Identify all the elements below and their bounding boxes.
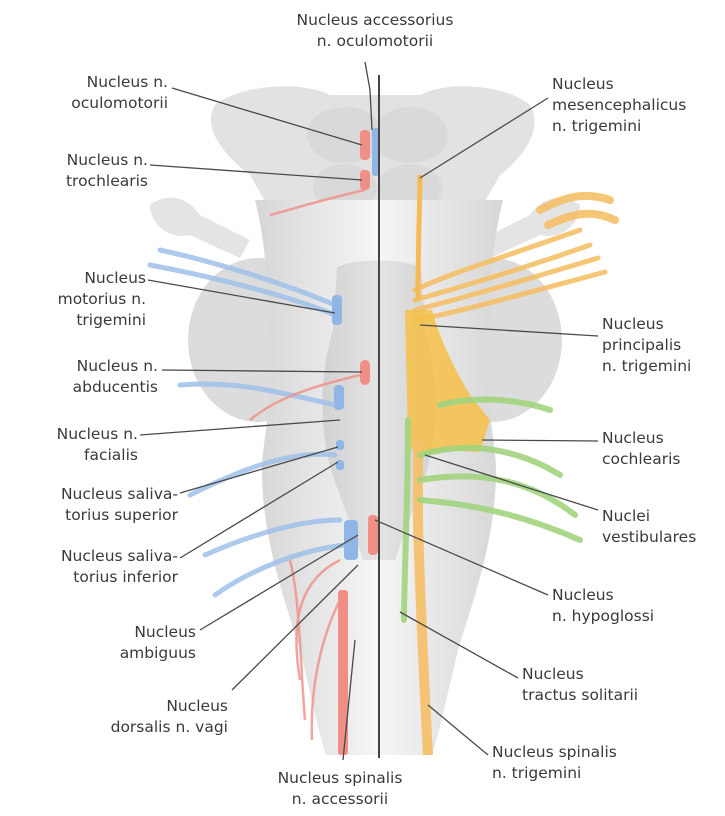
label-nucleus-hypoglossi: Nucleus n. hypoglossi [552,585,712,627]
label-nucleus-facialis: Nucleus n. facialis [20,424,138,466]
label-nucleus-trochlearis: Nucleus n. trochlearis [20,150,148,192]
label-nucleus-dorsalis-vagi: Nucleus dorsalis n. vagi [60,696,228,738]
label-nucleus-mesencephalicus-trigemini: Nucleus mesencephalicus n. trigemini [552,74,722,137]
label-nucleus-motorius-trigemini: Nucleus motorius n. trigemini [20,268,146,331]
label-nucleus-abducentis: Nucleus n. abducentis [20,356,158,398]
label-nucleus-accessorius-oculomotorii: Nucleus accessorius n. oculomotorii [270,10,480,52]
label-nuclei-vestibulares: Nuclei vestibulares [602,506,722,548]
label-nucleus-ambiguus: Nucleus ambiguus [60,622,196,664]
label-nucleus-spinalis-accessorii: Nucleus spinalis n. accessorii [250,768,430,810]
label-nucleus-salivatorius-inferior: Nucleus saliva- torius inferior [10,546,178,588]
label-nucleus-salivatorius-superior: Nucleus saliva- torius superior [10,484,178,526]
label-nucleus-spinalis-trigemini: Nucleus spinalis n. trigemini [492,742,692,784]
label-nucleus-tractus-solitarii: Nucleus tractus solitarii [522,664,712,706]
label-nucleus-oculomotorii: Nucleus n. oculomotorii [40,72,168,114]
label-nucleus-principalis-trigemini: Nucleus principalis n. trigemini [602,314,722,377]
mesencephalic-trigeminal-strand [418,175,420,300]
label-nucleus-cochlearis: Nucleus cochlearis [602,428,722,470]
